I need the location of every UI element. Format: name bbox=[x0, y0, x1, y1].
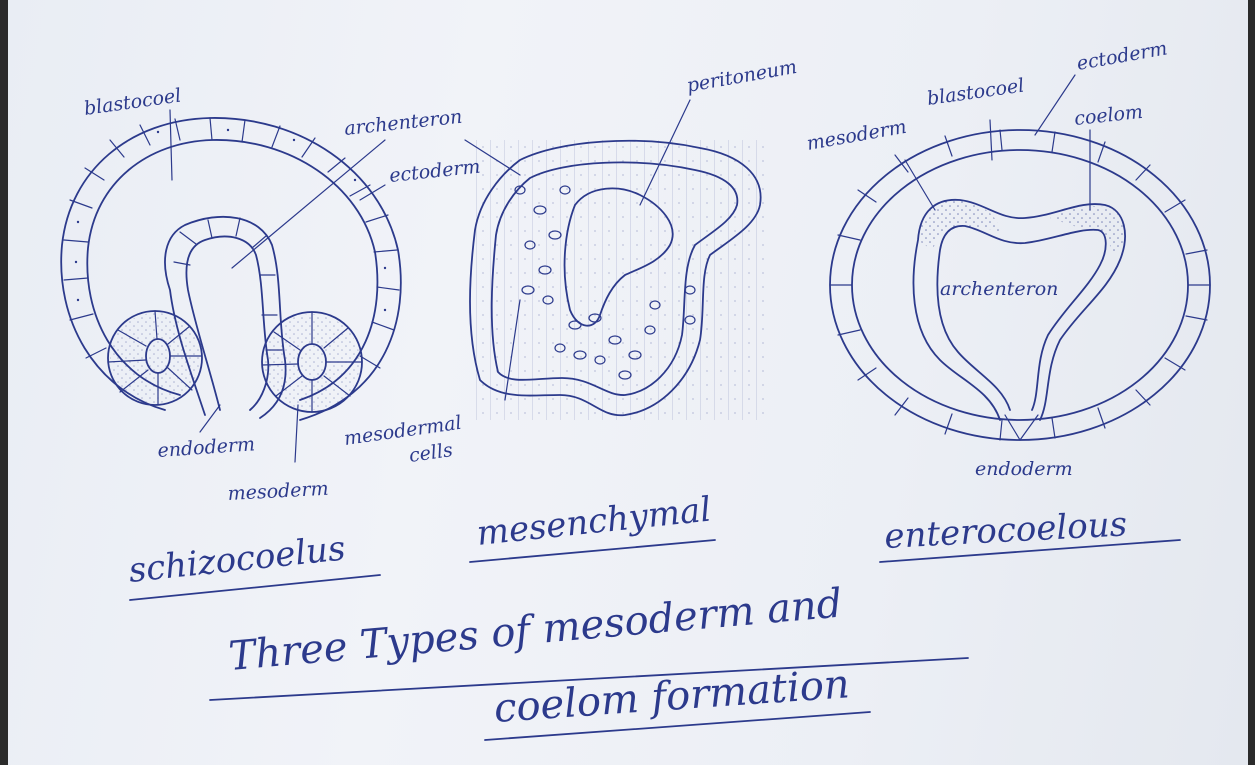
label-peritoneum: peritoneum bbox=[685, 56, 799, 97]
label-archenteron-1: archenteron bbox=[343, 106, 463, 140]
label-ectoderm-1: ectoderm bbox=[388, 156, 481, 187]
caption-line-2: coelom formation bbox=[492, 661, 851, 732]
enterocoelous-diagram: blastocoel ectoderm mesoderm coelom arch… bbox=[805, 37, 1210, 480]
mesoderm-sphere-right bbox=[262, 312, 362, 412]
diagram-titles: schizocoelus mesenchymal enterocoelous bbox=[127, 490, 1180, 600]
schizocoelus-diagram: blastocoel archenteron ectoderm endoderm… bbox=[61, 85, 481, 505]
enterocoel-mesoderm-outer bbox=[913, 200, 1125, 420]
title-mesenchymal: mesenchymal bbox=[475, 490, 713, 554]
main-caption: Three Types of mesoderm and coelom forma… bbox=[210, 580, 968, 740]
label-endoderm-3: endoderm bbox=[975, 458, 1073, 480]
enterocoel-leader-lines bbox=[905, 75, 1090, 440]
label-ectoderm-3: ectoderm bbox=[1075, 37, 1169, 75]
label-blastocoel-1: blastocoel bbox=[83, 85, 183, 120]
label-archenteron-3: archenteron bbox=[940, 278, 1058, 300]
label-blastocoel-3: blastocoel bbox=[926, 75, 1026, 110]
label-mesoderm-3: mesoderm bbox=[805, 116, 908, 155]
label-mesoderm-1: mesoderm bbox=[227, 478, 329, 505]
label-cells: cells bbox=[408, 439, 455, 467]
label-coelom: coelom bbox=[1073, 101, 1144, 130]
mesoderm-sphere-left bbox=[108, 311, 202, 405]
enterocoel-archenteron-wall bbox=[937, 226, 1105, 410]
caption-line-1: Three Types of mesoderm and bbox=[227, 580, 844, 679]
label-endoderm-1: endoderm bbox=[157, 433, 256, 462]
title-enterocoelous: enterocoelous bbox=[883, 504, 1128, 557]
